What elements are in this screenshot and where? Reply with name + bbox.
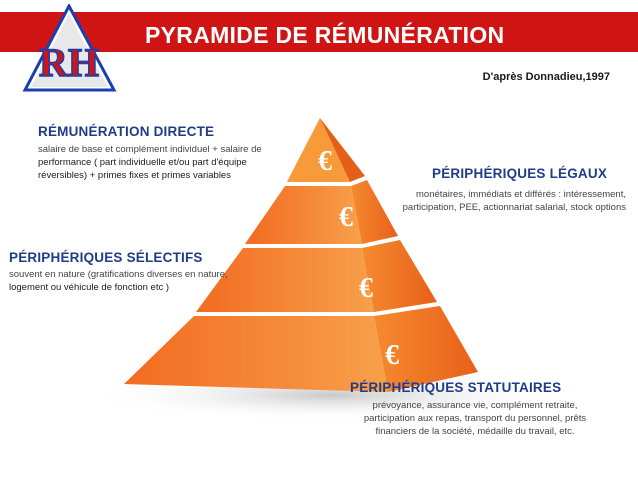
tier-1-right: [320, 118, 365, 182]
tier-3-right: [362, 240, 437, 312]
text-peripheriques-selectifs: souvent en nature (gratifications divers…: [9, 268, 229, 294]
tier-4-right: [374, 306, 478, 392]
euro-symbol-1: €: [318, 146, 332, 177]
page-title: PYRAMIDE DE RÉMUNÉRATION: [145, 22, 505, 48]
euro-symbol-2: €: [339, 202, 353, 233]
euro-symbol-3: €: [359, 273, 373, 304]
title-bar: [0, 12, 638, 52]
rh-logo: RH: [22, 4, 117, 92]
svg-text:RH: RH: [39, 40, 99, 85]
source-citation: D'après Donnadieu,1997: [482, 71, 610, 83]
text-directe-part2: performance ( part individuelle et/ou pa…: [38, 157, 247, 181]
text-selectifs-part1: souvent en nature (gratifications divers…: [9, 269, 228, 280]
heading-peripheriques-selectifs: PÉRIPHÉRIQUES SÉLECTIFS: [9, 250, 203, 265]
heading-peripheriques-legaux: PÉRIPHÉRIQUES LÉGAUX: [432, 166, 608, 181]
tier-4-face: [124, 316, 388, 392]
heading-remuneration-directe: RÉMUNÉRATION DIRECTE: [38, 124, 215, 139]
tier-2-right: [351, 180, 398, 244]
text-peripheriques-legaux: monétaires, immédiats et différés : inté…: [402, 189, 626, 213]
tier-2-face: [245, 186, 362, 244]
text-peripheriques-statutaires: prévoyance, assurance vie, complément re…: [363, 400, 587, 437]
heading-peripheriques-statutaires: PÉRIPHÉRIQUES STATUTAIRES: [350, 380, 562, 395]
text-remuneration-directe: salaire de base et complément individuel…: [38, 143, 286, 182]
text-directe-part1: salaire de base et complément individuel…: [38, 144, 262, 155]
tier-1-face: [287, 118, 350, 182]
text-selectifs-part2: logement ou véhicule de fonction etc ): [9, 282, 170, 293]
euro-symbol-4: €: [385, 340, 399, 371]
tier-3-face: [196, 248, 374, 312]
